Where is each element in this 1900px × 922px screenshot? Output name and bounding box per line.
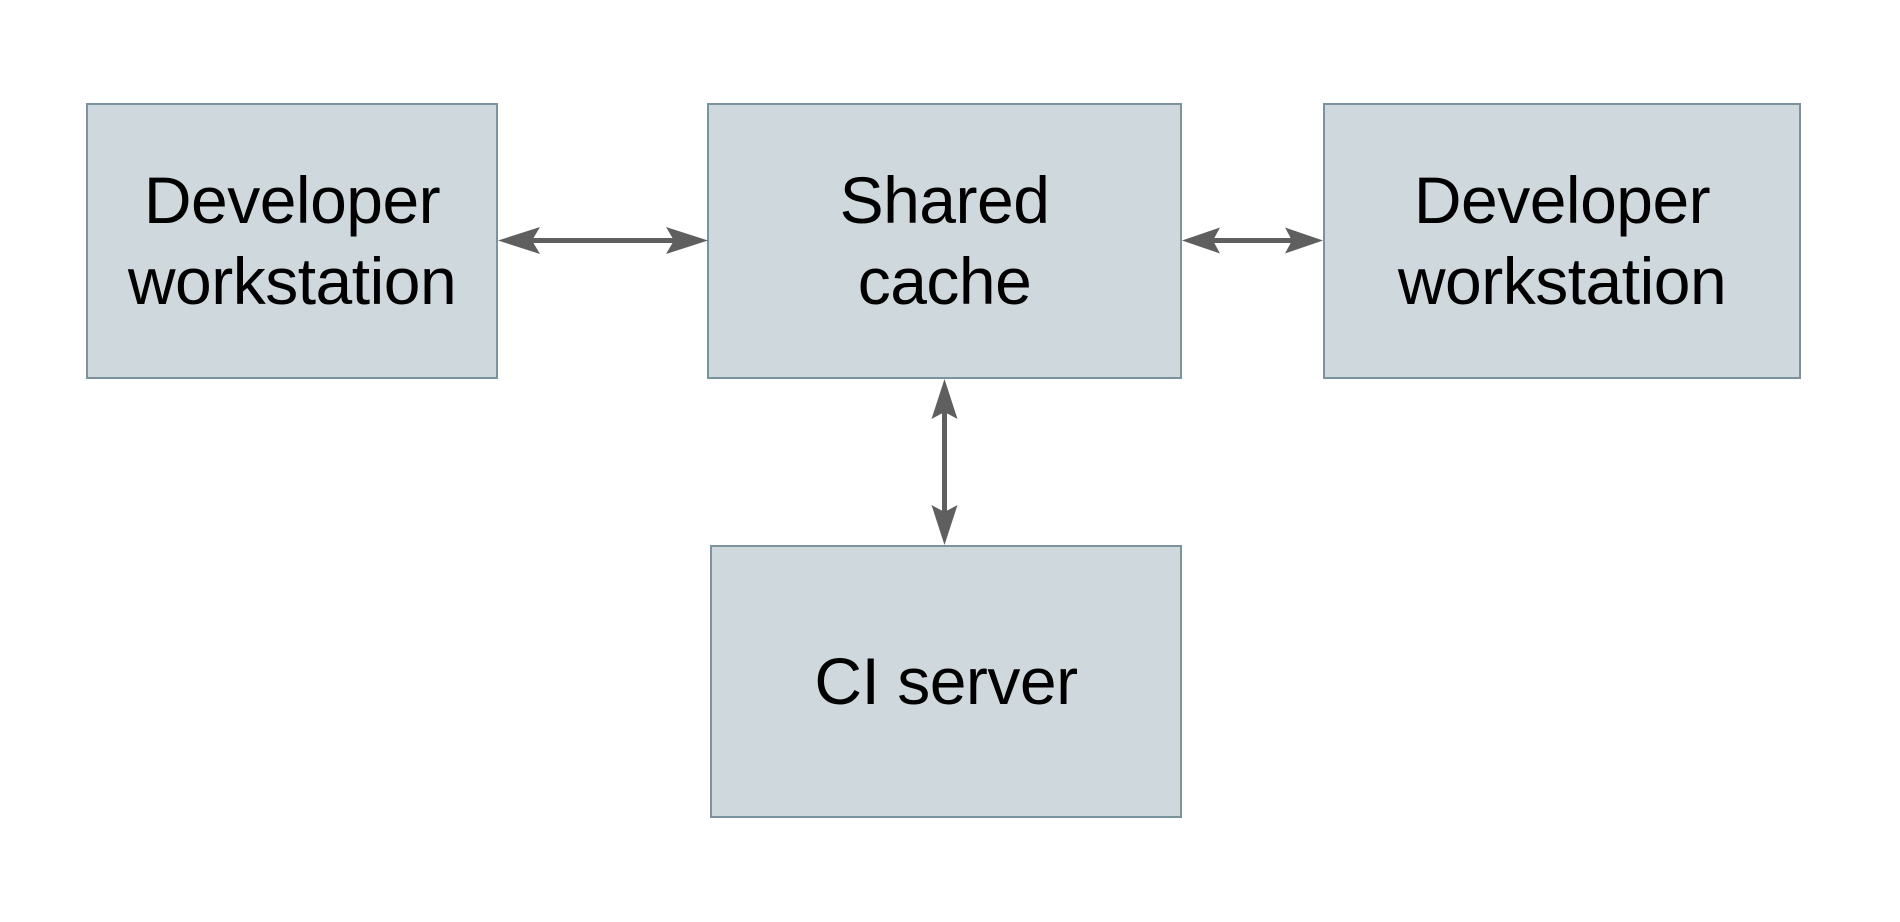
node-ci-server[interactable]: CI server (710, 545, 1182, 818)
node-label: Shared cache (839, 163, 1050, 318)
node-shared-cache[interactable]: Shared cache (707, 103, 1182, 379)
node-developer-workstation-right[interactable]: Developer workstation (1323, 103, 1801, 379)
node-label: Developer workstation (127, 163, 457, 318)
node-label: CI server (814, 644, 1078, 719)
edge-shared-cache-to-right-workstation (1182, 220, 1323, 262)
node-developer-workstation-left[interactable]: Developer workstation (86, 103, 498, 379)
edge-left-workstation-to-shared-cache (498, 220, 708, 262)
edge-shared-cache-to-ci-server (924, 379, 966, 545)
node-label: Developer workstation (1397, 163, 1727, 318)
